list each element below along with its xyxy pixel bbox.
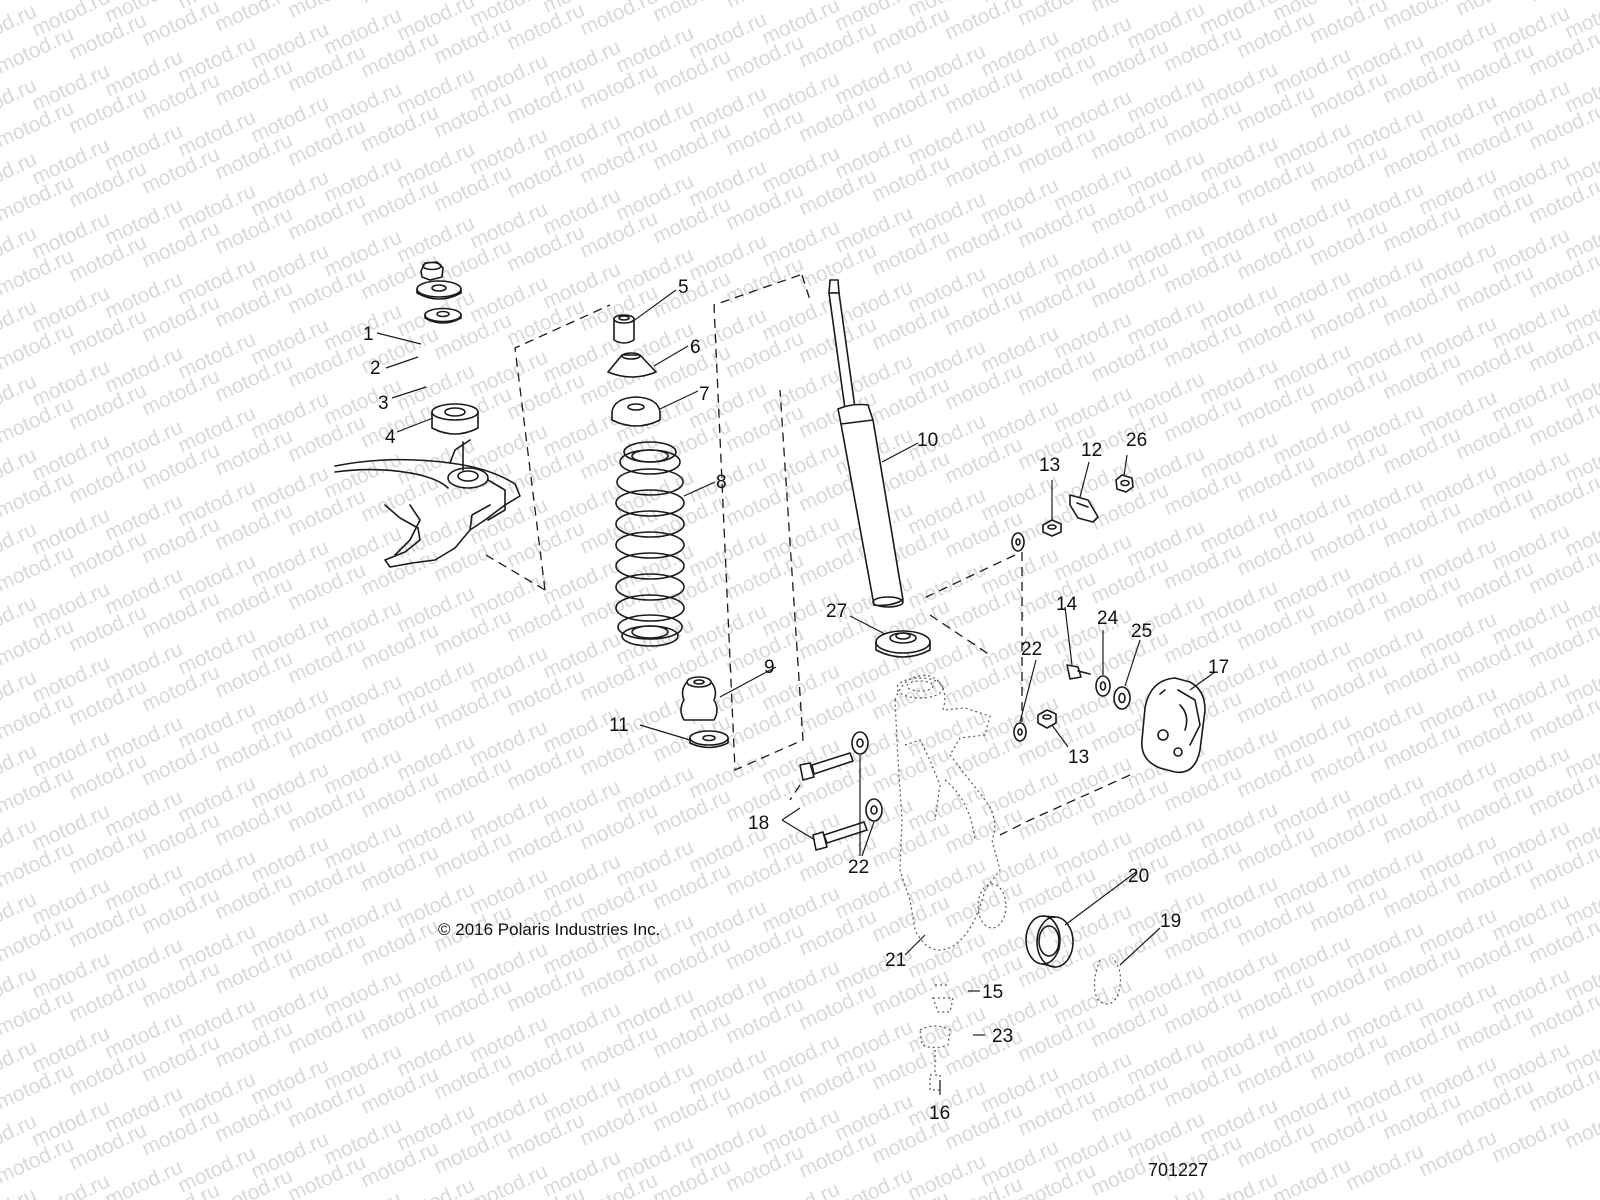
part-26-nut [1115,474,1134,493]
part-22-washer-upper [1011,532,1025,552]
callout-18: 18 [748,813,769,834]
callout-20: 20 [1128,866,1149,887]
callout-5: 5 [678,277,689,298]
callout-21: 21 [885,950,906,971]
watermark-text: motod.ru [1488,1112,1573,1168]
callout-15: 15 [982,982,1003,1003]
part-11-washer [689,730,729,749]
watermark-text: motod.ru [320,1188,405,1200]
callout-23: 23 [992,1026,1013,1047]
watermark-text: motod.ru [722,0,807,13]
callout-19: 19 [1160,911,1181,932]
watermark-text: motod.ru [1196,1168,1281,1200]
watermark-text: motod.ru [758,1178,843,1200]
watermark-text: motod.ru [28,1170,113,1200]
part-14-bolt [1066,664,1091,680]
callout-24: 24 [1097,608,1119,629]
callout-8: 8 [716,472,727,493]
callout-12: 12 [1081,440,1102,461]
callout-11: 11 [609,715,629,736]
callout-9: 9 [764,657,775,678]
callout-6: 6 [690,337,701,358]
watermark-text: motod.ru [649,0,734,27]
callout-26: 26 [1126,430,1147,451]
callout-13-lower: 13 [1068,747,1089,768]
watermark-text: motod.ru [101,1156,186,1200]
part-2-washer [416,280,462,300]
part-24-washer [1095,675,1111,697]
callout-14: 14 [1056,594,1078,615]
watermark-text: motod.ru [1452,0,1537,21]
drawing-number: 701227 [1148,1160,1209,1180]
callout-13-upper: 13 [1039,455,1060,476]
part-4-bushing [431,403,479,435]
part-9-bump-stop [680,676,718,721]
callout-3: 3 [378,393,389,414]
watermark-text: motod.ru [1087,0,1172,17]
callout-22-lower: 22 [848,857,869,878]
watermark-text: motod.ru [284,0,369,23]
watermark-text: motod.ru [941,0,1026,45]
part-17-caliper-bracket [1141,677,1206,774]
watermark-text: motod.ru [1123,1182,1208,1200]
callout-17: 17 [1208,657,1229,678]
part-25-washer [1113,686,1131,710]
part-21-steering-knuckle [894,674,1007,1091]
watermark-text: motod.ru [466,1160,551,1200]
part-22-washers-lower [851,731,883,822]
watermark-text: motod.ru [211,0,296,37]
alignment-lines [789,552,1131,836]
part-20-bearing [1025,915,1074,968]
part-1-nut [420,261,444,281]
part-3-washer [424,307,462,324]
watermark-text: motod.ru [1415,1126,1500,1182]
callout-10: 10 [917,430,938,451]
part-6-spring-seat [607,352,657,378]
part-27-seat-plate [875,630,931,658]
part-13-nut-lower [1037,709,1057,729]
watermark-text: motod.ru [1306,0,1391,49]
watermark-text: motod.ru [1342,1140,1427,1196]
callout-4: 4 [385,427,396,448]
watermark-text: motod.ru [831,1164,916,1200]
frame-bracket [334,439,521,568]
part-7-spring-seat [611,396,661,427]
watermark-text: motod.ru [1014,0,1099,31]
part-5-nut [613,314,635,344]
part-13-nut-upper [1042,519,1062,537]
callout-22-upper: 22 [1021,639,1042,660]
part-8-coil-spring [615,441,685,647]
callout-27: 27 [826,601,847,622]
part-18-bolts [799,752,868,851]
assembly-bracket-left [485,304,611,591]
leader-lines [376,289,1216,1095]
callout-1: 1 [363,324,374,345]
assembly-bracket-right [713,274,811,771]
part-22-washer-mid [1013,722,1027,742]
watermark-text: motod.ru [1379,0,1464,35]
watermark-text: motod.ru [393,1174,478,1200]
part-12-clip [1069,494,1099,523]
part-10-shock-absorber [828,279,904,608]
callout-labels: 1 2 3 4 5 6 7 8 9 10 11 12 13 13 14 15 1… [363,277,1229,1124]
watermark-text: motod.ru [1269,1154,1354,1200]
callout-16: 16 [929,1103,950,1124]
copyright-notice: © 2016 Polaris Industries Inc. [438,920,661,939]
callout-7: 7 [699,384,710,405]
callout-2: 2 [370,358,381,379]
callout-25: 25 [1131,621,1152,642]
